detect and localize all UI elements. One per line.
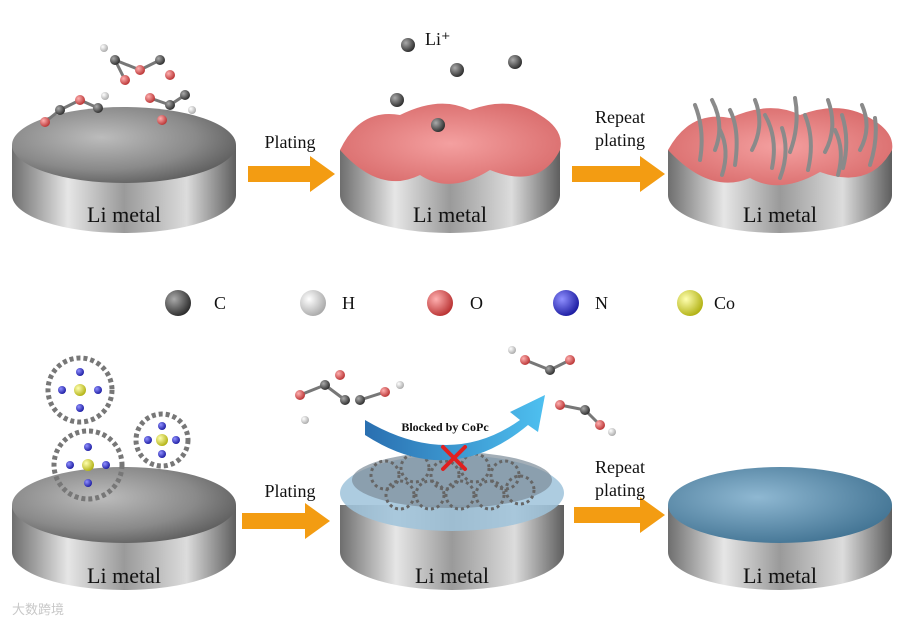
disk-bottom-middle: Li metal [340, 452, 564, 590]
arrow-bottom-repeat: Repeat plating [574, 457, 665, 533]
disk-label: Li metal [415, 563, 489, 588]
arrow-label: Plating [264, 481, 315, 501]
legend: C H O N Co [165, 290, 735, 316]
legend-item-n: N [553, 290, 608, 316]
li-ion-label: Li⁺ [425, 29, 451, 49]
disk-label: Li metal [413, 202, 487, 227]
legend-ball-o [427, 290, 453, 316]
disk-label: Li metal [743, 202, 817, 227]
legend-label: Co [714, 293, 735, 313]
disk-label: Li metal [87, 202, 161, 227]
disk-bottom-left: Li metal [12, 467, 236, 590]
blocked-label: Blocked by CoPc [401, 420, 489, 434]
legend-label: H [342, 293, 355, 313]
legend-label: N [595, 293, 608, 313]
disk-label: Li metal [87, 563, 161, 588]
disk-top-middle: Li metal [340, 104, 561, 233]
arrow-label: Repeat [595, 107, 645, 127]
arrow-top-repeat: Repeat plating [572, 107, 665, 192]
legend-ball-co [677, 290, 703, 316]
legend-ball-c [165, 290, 191, 316]
legend-item-c: C [165, 290, 226, 316]
disk-bottom-right: Li metal [668, 467, 892, 590]
arrow-label: Plating [264, 132, 315, 152]
arrow-label: plating [595, 130, 645, 150]
legend-label: O [470, 293, 483, 313]
legend-ball-h [300, 290, 326, 316]
arrow-label: plating [595, 480, 645, 500]
disk-label: Li metal [743, 563, 817, 588]
arrow-label: Repeat [595, 457, 645, 477]
legend-item-co: Co [677, 290, 735, 316]
arrow-bottom-plating: Plating [242, 481, 330, 539]
legend-label: C [214, 293, 226, 313]
copc-molecule [48, 358, 112, 422]
legend-item-h: H [300, 290, 355, 316]
watermark: 大数跨境 [12, 603, 64, 618]
disk-top-right: Li metal [668, 98, 892, 233]
legend-ball-n [553, 290, 579, 316]
copc-molecule [136, 414, 188, 466]
arrow-top-plating: Plating [248, 132, 335, 192]
legend-item-o: O [427, 290, 483, 316]
watermark-text: 大数跨境 [12, 603, 64, 618]
